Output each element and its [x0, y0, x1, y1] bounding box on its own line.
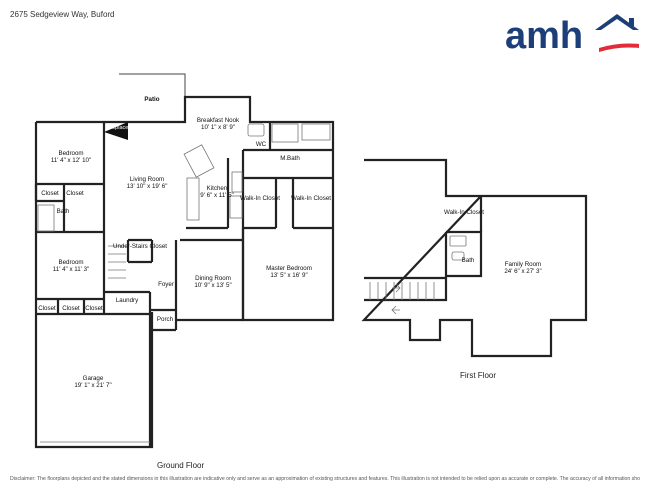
walkin1-label: Walk-In Closet [240, 195, 280, 202]
breakfast-nook-label: Breakfast Nook [197, 117, 240, 124]
dining-room-label: Dining Room [195, 275, 231, 282]
first-floor-caption: First Floor [460, 371, 496, 380]
bedroom1-label: Bedroom [58, 150, 83, 157]
mbath-label: M.Bath [280, 155, 300, 162]
kitchen-dims: 9' 6" x 11' 5" [200, 192, 233, 199]
master-bedroom-label: Master Bedroom [266, 265, 312, 272]
ground-outer-wall [34, 95, 335, 449]
patio-label: Patio [144, 96, 159, 103]
living-room-label: Living Room [130, 176, 164, 183]
living-room-dims: 13' 10" x 19' 6" [127, 183, 168, 190]
kitchen-label: Kitchen [207, 185, 228, 192]
family-room-dims: 24' 6" x 27' 3" [504, 268, 541, 275]
dining-room-dims: 10' 9" x 13' 5" [194, 282, 231, 289]
closet-d-label: Closet [62, 305, 80, 312]
closet-e-label: Closet [85, 305, 103, 312]
walkin2-label: Walk-In Closet [291, 195, 331, 202]
house-roof-icon [595, 14, 639, 30]
porch-label: Porch [157, 316, 174, 323]
wc-label: WC [256, 141, 267, 148]
family-room-label: Family Room [505, 261, 541, 268]
ground-inner-walls [34, 122, 333, 447]
closet-c-label: Closet [38, 305, 56, 312]
under-stairs-label: Under-Stairs Closet [113, 243, 167, 250]
breakfast-nook-dims: 10' 1" x 8' 9" [201, 124, 235, 131]
garage-dims: 19' 1" x 21' 7" [74, 382, 111, 389]
bedroom1-dims: 11' 4" x 12' 10" [51, 157, 91, 164]
fireplace-label: Fireplace [106, 125, 129, 131]
master-bedroom-dims: 13' 5" x 16' 9" [270, 272, 307, 279]
closet-b-label: Closet [66, 190, 84, 197]
disclaimer-text: Disclaimer: The floorplans depicted and … [10, 476, 640, 482]
logo-text: amh [505, 15, 583, 54]
laundry-label: Laundry [116, 297, 139, 304]
address: 2675 Sedgeview Way, Buford [10, 10, 115, 19]
bath-label: Bath [57, 208, 70, 215]
ground-floor-caption: Ground Floor [157, 461, 205, 470]
bedroom2-dims: 11' 4" x 11' 3" [53, 266, 89, 273]
walkin-first-label: Walk-In Closet [444, 209, 484, 216]
first-outer-wall [361, 158, 588, 358]
bath-first-label: Bath [462, 257, 475, 264]
foyer-label: Foyer [158, 281, 174, 288]
bedroom2-label: Bedroom [58, 259, 83, 266]
closet-a-label: Closet [41, 190, 59, 197]
first-inner-walls [364, 230, 483, 302]
garage-label: Garage [83, 375, 104, 382]
amh-logo: amh [505, 14, 639, 54]
